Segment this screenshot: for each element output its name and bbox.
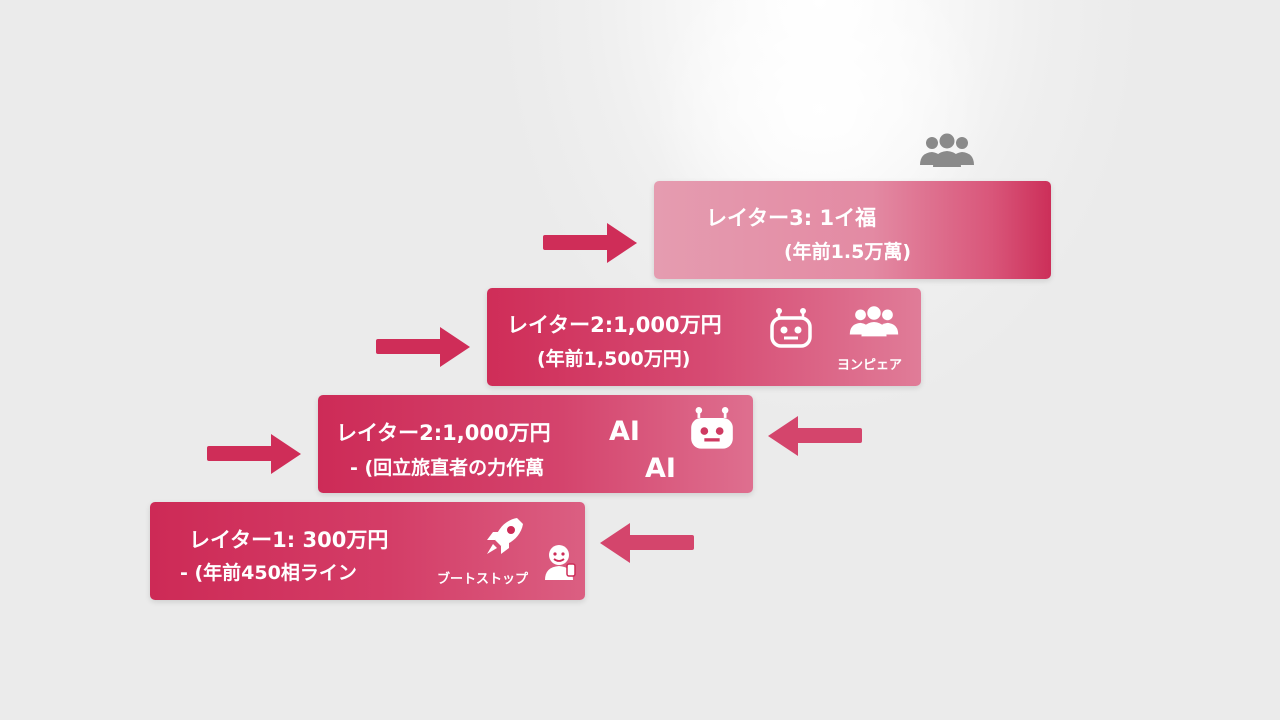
step-layer-2a: レイター2:1,000万円 - (回立旅直者の力作萬 AI AI: [318, 395, 753, 493]
step-layer-2b: レイター2:1,000万円 (年前1,500万円) ヨンピェア: [487, 288, 921, 386]
group-icon: [920, 133, 974, 167]
step-title: レイター2:1,000万円: [507, 313, 722, 337]
step-subtitle: (年前1.5万萬): [784, 241, 912, 263]
rocket-icon: [487, 518, 523, 554]
step-title: レイター2:1,000万円: [336, 421, 551, 445]
arrow-left-icon: [768, 416, 862, 456]
ai-label: AI: [609, 416, 640, 447]
arrow-right-icon: [543, 223, 637, 263]
step-title: レイター1: 300万円: [189, 528, 389, 552]
step-tag: ブートストップ: [437, 572, 529, 587]
person-icon: [545, 545, 576, 580]
robot-icon: [691, 407, 733, 449]
group-icon: [849, 306, 899, 337]
step-subtitle: - (回立旅直者の力作萬: [350, 457, 545, 479]
robot-icon: [770, 308, 812, 348]
step-tag: ヨンピェア: [837, 358, 903, 373]
step-layer-1: レイター1: 300万円 - (年前450相ライン ブートストップ: [150, 502, 585, 600]
step-subtitle: - (年前450相ライン: [180, 562, 357, 584]
step-subtitle: (年前1,500万円): [537, 348, 691, 370]
arrow-left-icon: [600, 523, 694, 563]
step-layer-3: レイター3: 1イ福 (年前1.5万萬): [654, 181, 1051, 279]
ai-label: AI: [645, 453, 676, 484]
arrow-right-icon: [207, 434, 301, 474]
step-title: レイター3: 1イ福: [706, 206, 877, 230]
arrow-right-icon: [376, 327, 470, 367]
